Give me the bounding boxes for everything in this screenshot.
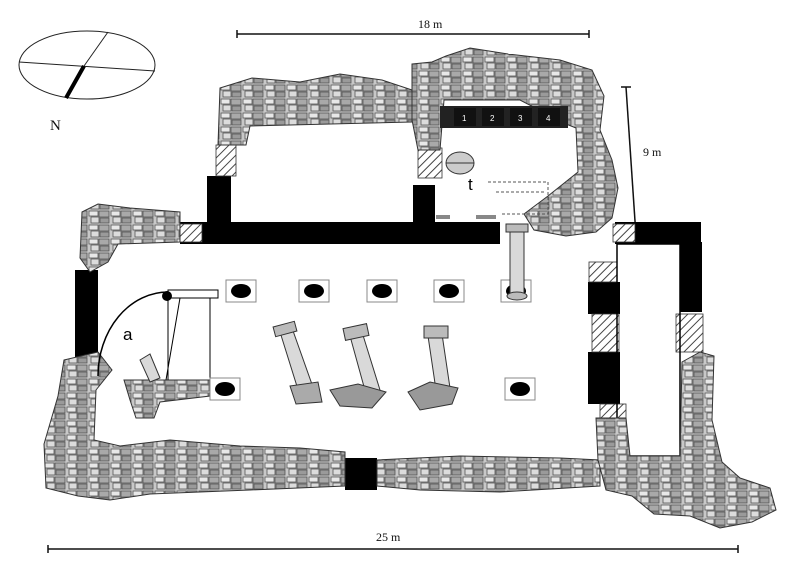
north-arrow-icon [64,65,86,99]
scale-label-top: 18 m [418,17,443,31]
pillar-base [366,279,398,303]
tank: t [436,151,549,219]
masonry-remains [43,47,777,529]
niche-label-2: 2 [490,114,495,123]
pillar-base [504,377,536,401]
apse-label: a [123,325,133,344]
niche-row: 1 2 3 4 [440,106,568,128]
north-label: N [50,118,61,134]
niche-1 [454,108,476,126]
pillar-base [209,377,241,401]
niche-3 [510,108,532,126]
scale-label-bottom: 25 m [376,530,401,544]
niche-label-3: 3 [518,114,523,123]
pillar-base [433,279,465,303]
hatched-wall-segments [177,144,704,419]
compass-ellipse [18,30,156,100]
niche-2 [482,108,504,126]
tank-label: t [468,175,473,194]
compass-line-ew [18,61,156,72]
columns [139,223,529,411]
niche-label-4: 4 [546,114,551,123]
compass-line-ns-thin [83,31,109,67]
scale-bar-top: 18 m [236,17,590,38]
column-fallen [272,320,323,405]
pillar-base [298,279,330,303]
niche-label-1: 1 [462,114,467,123]
compass: N [18,30,156,134]
wall-outline [75,176,702,490]
column-fallen [139,353,161,383]
column-standing [505,223,529,301]
scale-bar-right: 9 m [621,86,662,237]
apse: a [97,289,219,381]
scale-bar-bottom: 25 m [47,530,739,553]
scale-label-right: 9 m [643,145,662,159]
column-fallen [407,325,459,411]
column-fallen [329,323,387,409]
pillar-base [225,279,257,303]
niche-4 [538,108,560,126]
